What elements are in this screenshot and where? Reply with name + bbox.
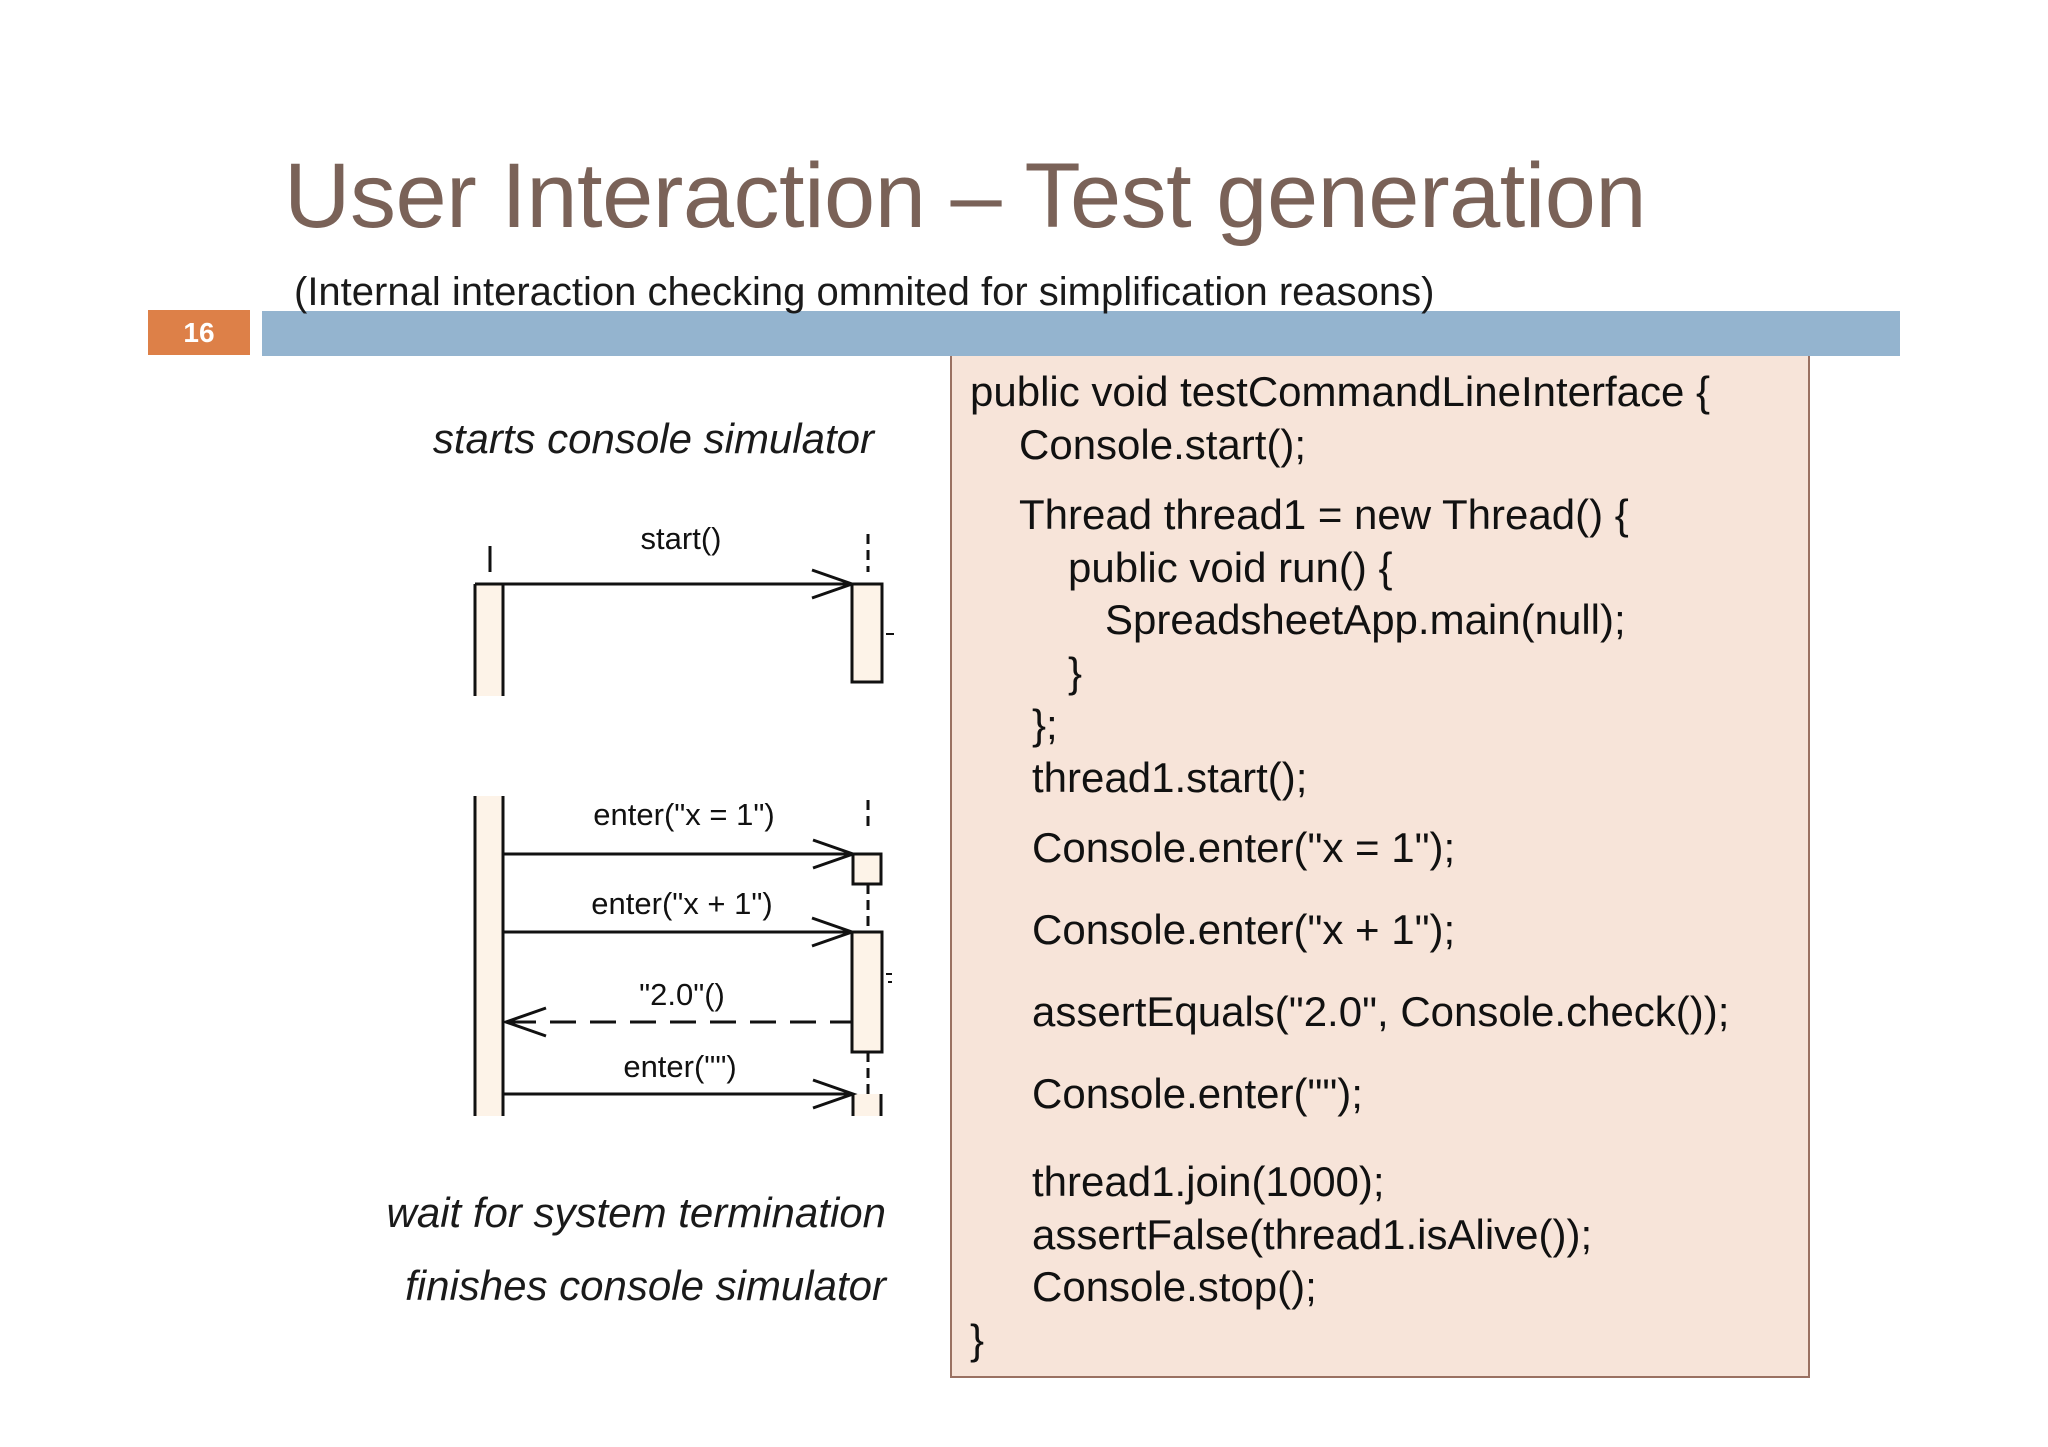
- message-label: enter("x = 1"): [593, 797, 774, 832]
- code-line: Console.enter("x = 1");: [1032, 824, 1456, 871]
- code-line: assertFalse(thread1.isAlive());: [1032, 1211, 1593, 1258]
- code-line: public void run() {: [1068, 544, 1393, 591]
- code-line: assertEquals("2.0", Console.check());: [1032, 988, 1730, 1035]
- code-line: };: [1032, 701, 1058, 748]
- callee-activation: [851, 852, 883, 886]
- code-line: Console.stop();: [1032, 1263, 1317, 1310]
- slide-subtitle: (Internal interaction checking ommited f…: [294, 270, 1435, 314]
- caption-wait: wait for system termination: [386, 1189, 887, 1236]
- slide-number-badge: 16: [148, 310, 250, 355]
- message-label: start(): [641, 521, 722, 556]
- message-label: enter(""): [623, 1049, 736, 1084]
- arrowhead: [812, 838, 858, 870]
- arrowhead: [811, 568, 857, 600]
- callee-activation: [850, 582, 884, 684]
- code-line: public void testCommandLineInterface {: [970, 368, 1711, 415]
- diagram-bottom-fragment: enter("x = 1") enter("x + 1") "2.0"() en…: [473, 796, 892, 1116]
- code-line: thread1.start();: [1032, 754, 1308, 801]
- caption-start: starts console simulator: [432, 415, 874, 462]
- header-bar: [262, 311, 1900, 356]
- caller-activation: [475, 584, 503, 696]
- arrowhead: [501, 1006, 547, 1038]
- arrowhead: [811, 916, 857, 948]
- code-line: }: [1068, 649, 1083, 696]
- code-panel: public void testCommandLineInterface { C…: [950, 354, 1810, 1378]
- diagram-top-fragment: start(): [473, 521, 894, 696]
- sequence-diagram: start() enter("x = 1") enter("x + 1") "2…: [473, 521, 894, 1116]
- arrowhead: [812, 1078, 858, 1110]
- code-line: Console.enter("x + 1");: [1032, 906, 1456, 953]
- callee-activation: [853, 1094, 881, 1116]
- slide-title: User Interaction – Test generation: [284, 145, 1647, 247]
- code-line: Console.start();: [1019, 421, 1307, 468]
- code-line: Thread thread1 = new Thread() {: [1019, 491, 1629, 538]
- caller-activation: [475, 796, 503, 1116]
- message-label: "2.0"(): [639, 977, 725, 1012]
- caption-finish: finishes console simulator: [405, 1262, 886, 1309]
- code-line: }: [970, 1316, 985, 1363]
- code-line: thread1.join(1000);: [1032, 1158, 1385, 1205]
- callee-activation: [850, 930, 884, 1054]
- code-line: Console.enter("");: [1032, 1070, 1363, 1117]
- code-line: SpreadsheetApp.main(null);: [1105, 596, 1626, 643]
- message-label: enter("x + 1"): [591, 886, 772, 921]
